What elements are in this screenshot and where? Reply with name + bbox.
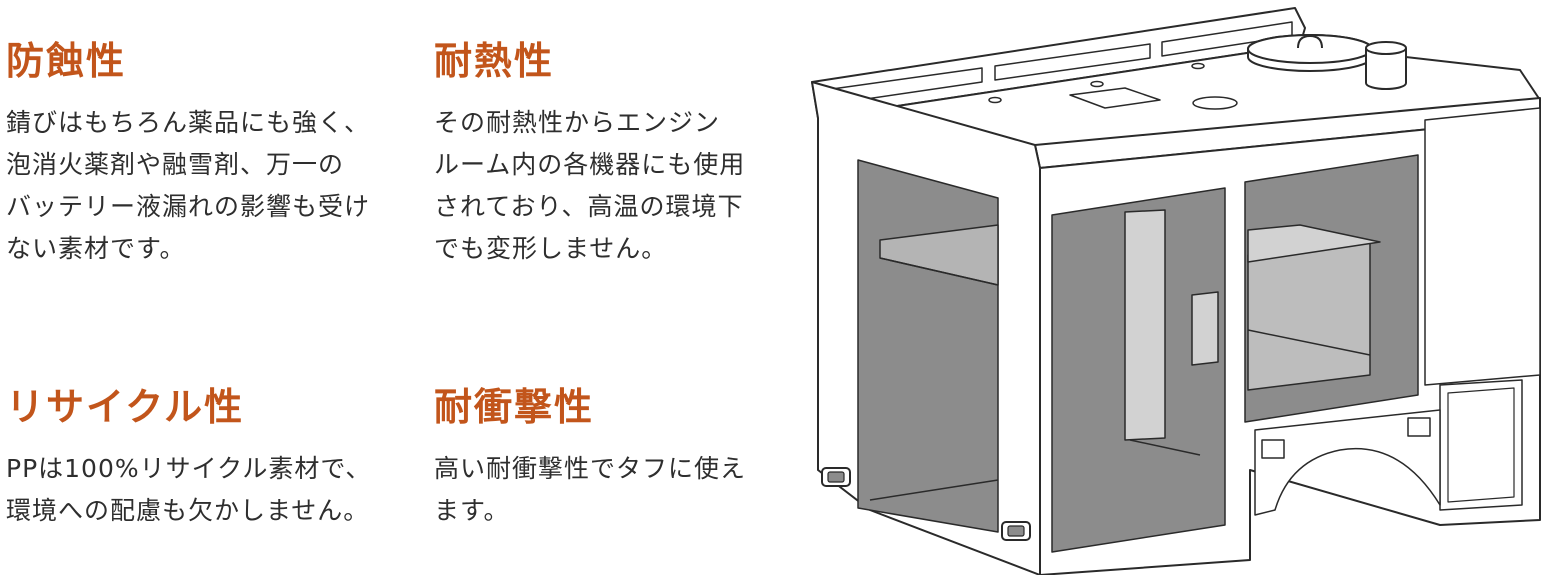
inner-box	[1247, 239, 1371, 391]
feature-title: 防蝕性	[6, 39, 127, 83]
inner-divider	[1124, 209, 1166, 441]
description-line: 環境への配慮も欠かしません。	[6, 496, 370, 525]
left-side-opening	[857, 159, 999, 533]
top-small-hole	[1191, 62, 1205, 70]
vent-pipe-icon	[1365, 48, 1407, 90]
right-column	[1424, 107, 1541, 386]
top-opening	[1069, 87, 1161, 109]
front-handle-grip	[1007, 525, 1025, 537]
feature-title: リサイクル性	[6, 385, 245, 429]
description-line: 錆びはもちろん薬品にも強く、	[6, 108, 371, 137]
feature-title: 耐衝撃性	[434, 385, 595, 429]
description-line: でも変形しません。	[434, 234, 668, 263]
lower-arch	[1254, 409, 1441, 516]
lower-slot	[1261, 439, 1285, 459]
feature-description: 高い耐衝撃性でタフに使え ます。	[434, 448, 746, 532]
cabinet-illustration	[811, 7, 1541, 575]
description-line: バッテリー液漏れの影響も受け	[6, 192, 371, 221]
feature-description: 錆びはもちろん薬品にも強く、 泡消火薬剤や融雪剤、万一の バッテリー液漏れの影響…	[6, 102, 370, 270]
feature-description: その耐熱性からエンジン ルーム内の各機器にも使用 されており、高温の環境下 でも…	[434, 102, 745, 270]
left-inner-floor	[869, 479, 999, 501]
lid-handle-icon	[1297, 35, 1323, 49]
description-line: 高い耐衝撃性でタフに使え	[434, 454, 747, 483]
left-inner-edge	[879, 257, 999, 286]
inner-ledge	[1129, 439, 1201, 456]
description-line: ない素材です。	[6, 234, 186, 263]
description-line: 泡消火薬剤や融雪剤、万一の	[6, 150, 345, 179]
lower-slot	[1407, 417, 1431, 437]
top-small-hole	[988, 96, 1002, 104]
description-line: ルーム内の各機器にも使用	[434, 150, 746, 179]
inner-bracket	[1191, 291, 1219, 366]
feature-heat-resistance: 耐熱性 その耐熱性からエンジン ルーム内の各機器にも使用 されており、高温の環境…	[434, 42, 745, 270]
top-lid-rim	[1247, 34, 1373, 64]
right-lower-panel	[1439, 379, 1523, 511]
feature-corrosion-resistance: 防蝕性 錆びはもちろん薬品にも強く、 泡消火薬剤や融雪剤、万一の バッテリー液漏…	[6, 42, 370, 270]
inner-shelf	[1247, 224, 1381, 263]
top-small-hole	[1090, 80, 1104, 88]
description-line: ます。	[434, 496, 510, 525]
rail-slot	[994, 43, 1151, 81]
top-round-hole	[1192, 96, 1238, 110]
vent-pipe-top	[1365, 41, 1407, 55]
feature-recyclability: リサイクル性 PPは100%リサイクル素材で、 環境への配慮も欠かしません。	[6, 388, 371, 532]
description-line: されており、高温の環境下	[434, 192, 744, 221]
inner-shelf-edge	[1247, 329, 1371, 356]
feature-impact-resistance: 耐衝撃性 高い耐衝撃性でタフに使え ます。	[434, 388, 746, 532]
right-lower-inset	[1447, 387, 1515, 503]
feature-title: 耐熱性	[434, 39, 555, 83]
side-handle-grip	[827, 471, 845, 483]
description-line: その耐熱性からエンジン	[434, 108, 721, 137]
description-line: PPは100%リサイクル素材で、	[6, 454, 372, 483]
feature-description: PPは100%リサイクル素材で、 環境への配慮も欠かしません。	[6, 448, 371, 532]
